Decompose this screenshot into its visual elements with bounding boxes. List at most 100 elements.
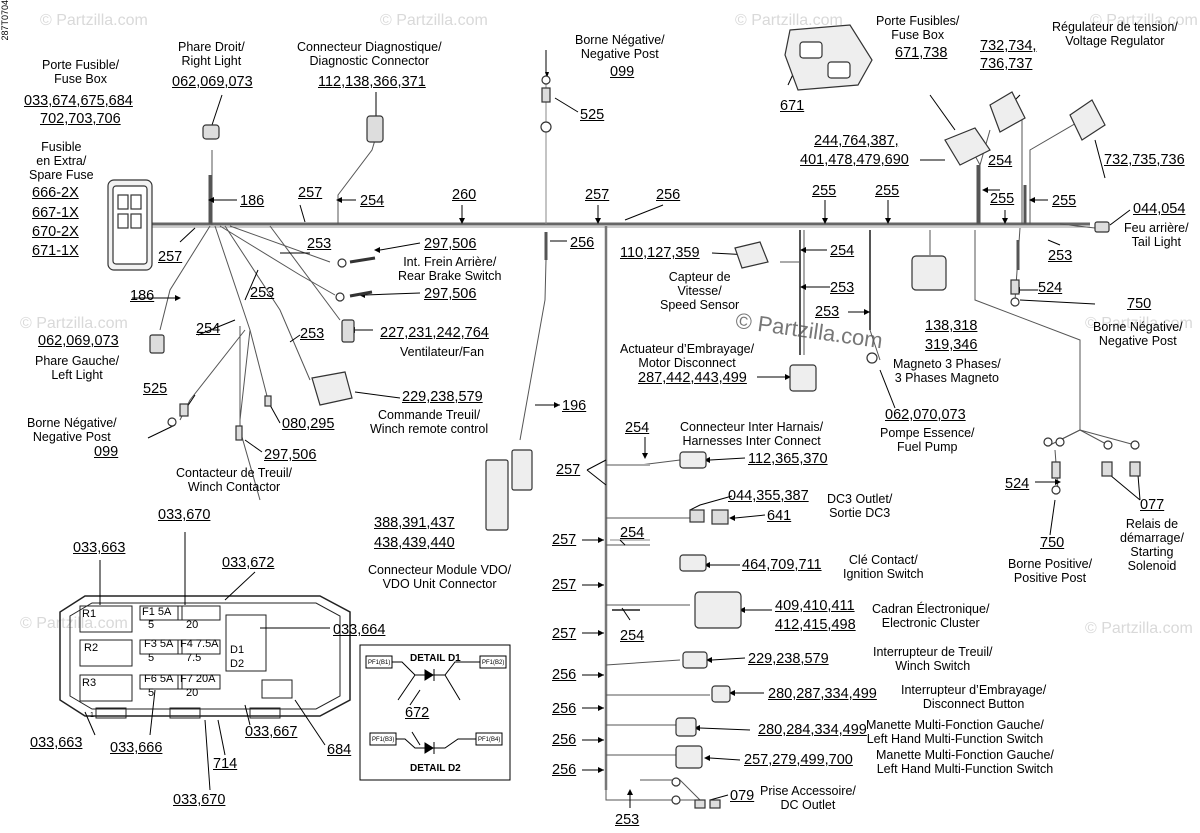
ref-254-f: 254 bbox=[620, 525, 645, 541]
negative-post-right-label: Borne Négative/Negative Post bbox=[1093, 320, 1183, 348]
pf-label-3: PF1(B3) bbox=[372, 737, 395, 743]
ref-fuel-pump: 062,070,073 bbox=[885, 407, 966, 423]
ref-regulator-a2: 736,737 bbox=[980, 56, 1033, 72]
ref-dc-outlet: 079 bbox=[730, 788, 755, 804]
vdo-connector-label: Connecteur Module VDO/VDO Unit Connector bbox=[368, 563, 512, 591]
fan-label: Ventilateur/Fan bbox=[400, 345, 485, 359]
ref-tail-light: 044,054 bbox=[1133, 201, 1186, 217]
dc-outlet-label: Prise Accessoire/DC Outlet bbox=[760, 784, 856, 812]
ref-033672: 033,672 bbox=[222, 555, 275, 571]
ref-254-g: 254 bbox=[620, 628, 645, 644]
tail-light-label: Feu arrière/Tail Light bbox=[1124, 221, 1189, 249]
ref-spare-2: 667-1X bbox=[32, 205, 79, 221]
fuse-f3: F3 5A bbox=[144, 638, 174, 650]
fuse-box-column-numbers: 1 bbox=[90, 712, 94, 719]
ref-254-c: 254 bbox=[830, 243, 855, 259]
ref-regulator-b: 732,735,736 bbox=[1104, 152, 1185, 168]
ref-fuse-box-2: 702,703,706 bbox=[40, 111, 121, 127]
fuse-value-3: 5 bbox=[148, 652, 155, 664]
ref-255-d: 255 bbox=[1052, 193, 1077, 209]
ref-fuse-box-right: 671,738 bbox=[895, 45, 948, 61]
ref-525-left: 525 bbox=[143, 381, 168, 397]
fuse-f7: F7 20A bbox=[180, 673, 216, 685]
ref-cluster-1: 409,410,411 bbox=[775, 598, 855, 614]
pf-label-2: PF1(B2) bbox=[482, 660, 505, 666]
ref-255-c: 255 bbox=[990, 191, 1015, 207]
rear-brake-switch-label: Int. Frein Arrière/Rear Brake Switch bbox=[398, 255, 502, 283]
ref-speed-sensor: 110,127,359 bbox=[620, 245, 700, 261]
ref-033666: 033,666 bbox=[110, 740, 163, 756]
watermark: © Partzilla.com bbox=[40, 12, 148, 29]
ref-297-c: 297,506 bbox=[264, 447, 317, 463]
ref-253-d: 253 bbox=[815, 304, 840, 320]
fuse-value-4: 7.5 bbox=[186, 652, 202, 664]
relay-r2: R2 bbox=[84, 642, 99, 654]
winch-switch-label: Interrupteur de Treuil/Winch Switch bbox=[873, 645, 993, 673]
fuse-f4: F4 7.5A bbox=[180, 638, 219, 650]
ref-ignition: 464,709,711 bbox=[742, 557, 822, 573]
magneto-label: Magneto 3 Phases/3 Phases Magneto bbox=[893, 357, 1001, 385]
ref-684: 684 bbox=[327, 742, 352, 758]
ref-253-b: 253 bbox=[250, 285, 275, 301]
ref-negative-post-left: 099 bbox=[94, 444, 119, 460]
fuel-pump-label: Pompe Essence/Fuel Pump bbox=[880, 426, 975, 454]
ref-magneto-2: 319,346 bbox=[925, 337, 978, 353]
ref-254-e: 254 bbox=[625, 420, 650, 436]
ref-033663-top: 033,663 bbox=[73, 540, 126, 556]
ref-magneto-1: 138,318 bbox=[925, 318, 978, 334]
ref-244-1: 244,764,387, bbox=[814, 133, 899, 149]
ref-dc3-b: 641 bbox=[767, 508, 792, 524]
ref-left-light: 062,069,073 bbox=[38, 333, 119, 349]
motor-disconnect-label: Actuateur d’Embrayage/Motor Disconnect bbox=[620, 342, 755, 370]
ref-fan: 227,231,242,764 bbox=[380, 325, 489, 341]
disconnect-button-label: Interrupteur d’Embrayage/Disconnect Butt… bbox=[901, 683, 1047, 711]
fuse-f1: F1 5A bbox=[142, 606, 172, 618]
watermark: © Partzilla.com bbox=[735, 12, 843, 29]
fuse-value-2: 20 bbox=[186, 619, 199, 631]
ref-diagnostic: 112,138,366,371 bbox=[318, 74, 426, 90]
ref-253-fan: 253 bbox=[300, 326, 325, 342]
ref-254-left: 254 bbox=[196, 321, 221, 337]
ref-256-b: 256 bbox=[570, 235, 595, 251]
ref-256-mid: 256 bbox=[656, 187, 681, 203]
ref-253-a: 253 bbox=[307, 236, 332, 252]
fuse-box-right-label: Porte Fusibles/Fuse Box bbox=[876, 14, 960, 42]
ref-lh-switch-2: 257,279,499,700 bbox=[744, 752, 853, 768]
ref-spare-3: 670-2X bbox=[32, 224, 79, 240]
ref-257-mid: 257 bbox=[585, 187, 610, 203]
ref-cluster-2: 412,415,498 bbox=[775, 617, 856, 633]
right-light-label: Phare Droit/Right Light bbox=[178, 40, 245, 68]
negative-post-left-label: Borne Négative/Negative Post bbox=[27, 416, 117, 444]
fuse-value-6: 20 bbox=[186, 687, 199, 699]
ref-297-a: 297,506 bbox=[424, 236, 477, 252]
fuse-f6: F6 5A bbox=[144, 673, 174, 685]
ref-186-top: 186 bbox=[240, 193, 265, 209]
ignition-switch-label: Clé Contact/Ignition Switch bbox=[843, 553, 924, 581]
ref-spare-1: 666-2X bbox=[32, 185, 79, 201]
ref-255-b: 255 bbox=[875, 183, 900, 199]
ref-257-left: 257 bbox=[158, 249, 183, 265]
ref-672: 672 bbox=[405, 705, 430, 721]
ref-260: 260 bbox=[452, 187, 477, 203]
winch-remote-label: Commande Treuil/Winch remote control bbox=[370, 408, 489, 436]
ref-254-right: 254 bbox=[988, 153, 1013, 169]
ref-244-2: 401,478,479,690 bbox=[800, 152, 909, 168]
ref-winch-switch: 229,238,579 bbox=[748, 651, 829, 667]
winch-contactor-label: Contacteur de Treuil/Winch Contactor bbox=[176, 466, 293, 494]
ref-253-right: 253 bbox=[1048, 248, 1073, 264]
ref-disconnect-button: 280,287,334,499 bbox=[768, 686, 877, 702]
voltage-regulator-label: Régulateur de tension/Voltage Regulator bbox=[1052, 20, 1178, 48]
ref-regulator-a1: 732,734, bbox=[980, 38, 1037, 54]
ref-vdo-1: 388,391,437 bbox=[374, 515, 455, 531]
ref-253-c: 253 bbox=[830, 280, 855, 296]
left-light-label: Phare Gauche/Left Light bbox=[35, 354, 120, 382]
ref-033664: 033,664 bbox=[333, 622, 386, 638]
fuse-box-label: Porte Fusible/Fuse Box bbox=[42, 58, 120, 86]
lh-switch-2-label: Manette Multi-Fonction Gauche/Left Hand … bbox=[876, 748, 1054, 776]
ref-255-a: 255 bbox=[812, 183, 837, 199]
ref-253-bottom: 253 bbox=[615, 812, 640, 828]
